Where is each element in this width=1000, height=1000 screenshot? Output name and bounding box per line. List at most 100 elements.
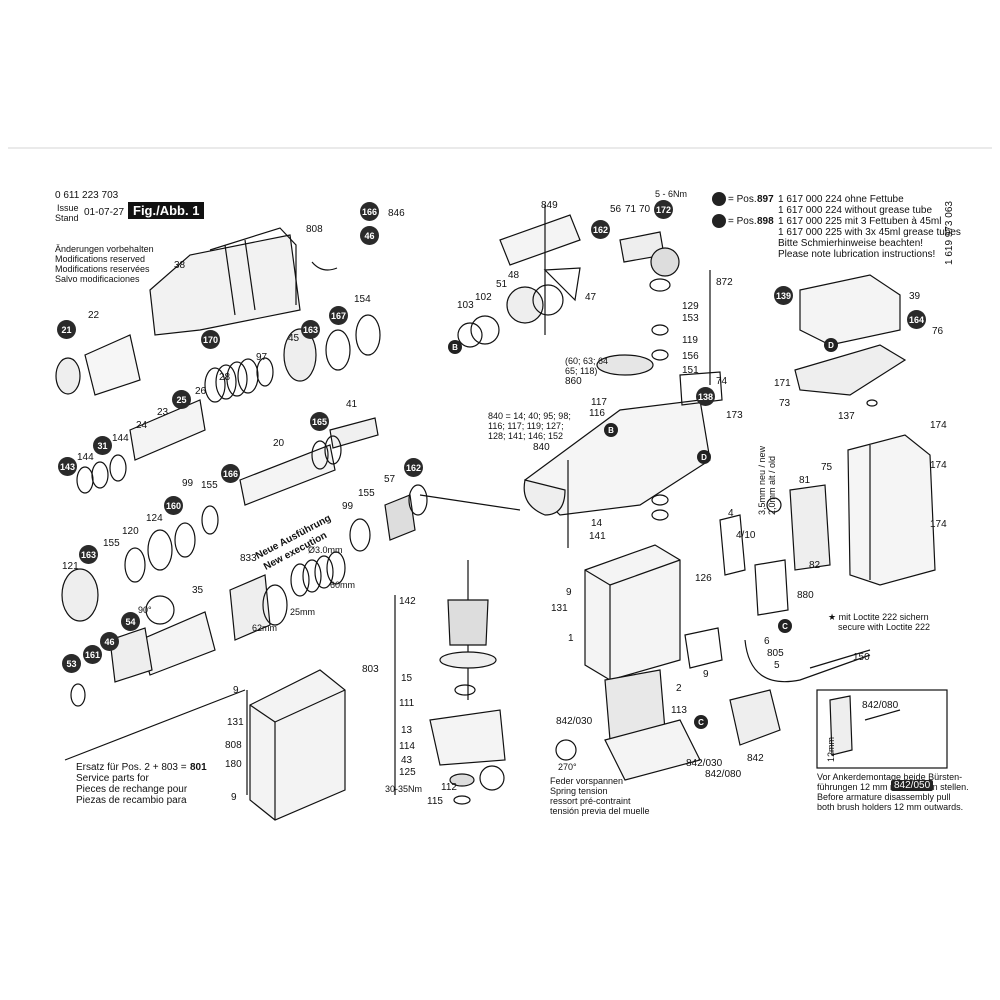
service-parts-en: Service parts for: [76, 773, 149, 784]
dim-12mm: 12mm: [826, 736, 836, 762]
label-180: 180: [225, 759, 242, 770]
label-47: 47: [585, 292, 597, 303]
label-156: 156: [682, 351, 699, 362]
label-842-080b: 842/080: [862, 700, 899, 711]
dim-angle-90: 90°: [138, 605, 152, 615]
ref-860-line2: 65; 118): [565, 366, 598, 376]
service-parts-es: Piezas de recambio para: [76, 795, 187, 806]
part-badge-166b: 166: [221, 464, 240, 483]
label-173: 173: [726, 410, 743, 421]
label-9b: 9: [231, 792, 237, 803]
dim-torque-upper: 5 - 6Nm: [655, 189, 688, 199]
label-102: 102: [475, 292, 492, 303]
label-24: 24: [136, 420, 148, 431]
label-56: 56: [610, 204, 622, 215]
label-99b: 99: [342, 501, 354, 512]
label-842-080: 842/080: [705, 769, 742, 780]
lubrication-note-en: Please note lubrication instructions!: [778, 249, 936, 260]
label-174c: 174: [930, 519, 947, 530]
label-112: 112: [441, 782, 457, 793]
grease-dot-icon: [712, 214, 726, 228]
label-5: 5: [774, 660, 780, 671]
pos-897-number: 897: [757, 194, 774, 205]
label-121: 121: [62, 561, 79, 572]
label-117: 117: [591, 397, 607, 408]
label-35: 35: [192, 585, 204, 596]
label-51: 51: [496, 279, 508, 290]
figure-label: Fig./Abb. 1: [128, 202, 205, 219]
label-82: 82: [809, 560, 821, 571]
label-71: 71: [625, 204, 637, 215]
label-1: 1: [568, 633, 574, 644]
label-74: 74: [716, 376, 728, 387]
label-125: 125: [399, 767, 416, 778]
label-4-10: 4/10: [736, 530, 756, 541]
label-880: 880: [797, 590, 814, 601]
pos-898-number: 898: [757, 216, 774, 227]
spring-tension-es: tensión previa del muelle: [550, 806, 650, 816]
label-41: 41: [346, 399, 358, 410]
label-155c: 155: [358, 488, 375, 499]
spring-tension-de: Feder vorspannen: [550, 776, 624, 786]
spring-tension-fr: ressort pré-contraint: [550, 796, 631, 806]
label-4: 4: [728, 508, 734, 519]
label-126: 126: [695, 573, 712, 584]
dim-old-size: 2,0mm alt / old: [767, 455, 777, 515]
label-45: 45: [288, 333, 300, 344]
label-155b: 155: [103, 538, 120, 549]
issue-label: Issue: [57, 203, 79, 213]
part-badge-25: 25: [172, 390, 191, 409]
label-803: 803: [362, 664, 379, 675]
label-805: 805: [767, 648, 784, 659]
label-142: 142: [399, 596, 416, 607]
dim-diameter: Ø3.0mm: [308, 545, 343, 555]
label-129: 129: [682, 301, 699, 312]
label-842-030b: 842/030: [686, 758, 723, 769]
dim-25mm: 25mm: [290, 607, 316, 617]
notice-line-es: Salvo modificaciones: [55, 274, 140, 284]
part-badge-842-050: 842/050: [891, 780, 934, 791]
label-842-030: 842/030: [556, 716, 593, 727]
notice-line-de: Änderungen vorbehalten: [55, 244, 154, 254]
label-43: 43: [401, 755, 413, 766]
label-137: 137: [838, 411, 855, 422]
label-833: 833: [240, 553, 257, 564]
label-131b: 131: [551, 603, 568, 614]
label-9: 9: [233, 685, 239, 696]
label-842: 842: [747, 753, 764, 764]
label-103: 103: [457, 300, 474, 311]
lubrication-note-de: Bitte Schmierhinweise beachten!: [778, 238, 924, 249]
part-badge-164: 164: [907, 310, 926, 329]
label-155: 155: [201, 480, 218, 491]
brush-note-line3: Before armature disassembly pull: [817, 792, 951, 802]
label-48: 48: [508, 270, 520, 281]
service-parts-de: Ersatz für Pos. 2 + 803 =: [76, 762, 187, 773]
label-151: 151: [682, 365, 699, 376]
point-marker-d: D: [697, 450, 711, 464]
part-badge-167: 167: [329, 306, 348, 325]
brush-note-line1: Vor Ankerdemontage beide Bürsten-: [817, 772, 963, 782]
label-154: 154: [354, 294, 371, 305]
label-124: 124: [146, 513, 163, 524]
label-20: 20: [273, 438, 285, 449]
label-120: 120: [122, 526, 139, 537]
part-badge-46: 46: [360, 226, 379, 245]
label-840: 840: [533, 442, 550, 453]
pos-898-line2: 1 617 000 225 with 3x 45ml grease tubes: [778, 227, 961, 238]
point-marker-d: D: [824, 338, 838, 352]
label-75: 75: [821, 462, 833, 473]
label-57: 57: [384, 474, 396, 485]
pos-898-line1: 1 617 000 225 mit 3 Fettuben à 45ml: [778, 216, 942, 227]
service-parts-fr: Pieces de rechange pour: [76, 784, 188, 795]
point-marker-b: B: [448, 340, 462, 354]
label-846: 846: [388, 208, 405, 219]
loctite-note-de: ★ mit Loctite 222 sichern: [828, 612, 929, 622]
label-70: 70: [639, 204, 651, 215]
label-9d: 9: [703, 669, 709, 680]
part-badge-139: 139: [774, 286, 793, 305]
label-174: 174: [930, 420, 947, 431]
brush-note-line4: both brush holders 12 mm outwards.: [817, 802, 964, 812]
issue-date: 01-07-27: [84, 207, 125, 218]
label-114: 114: [399, 741, 415, 752]
